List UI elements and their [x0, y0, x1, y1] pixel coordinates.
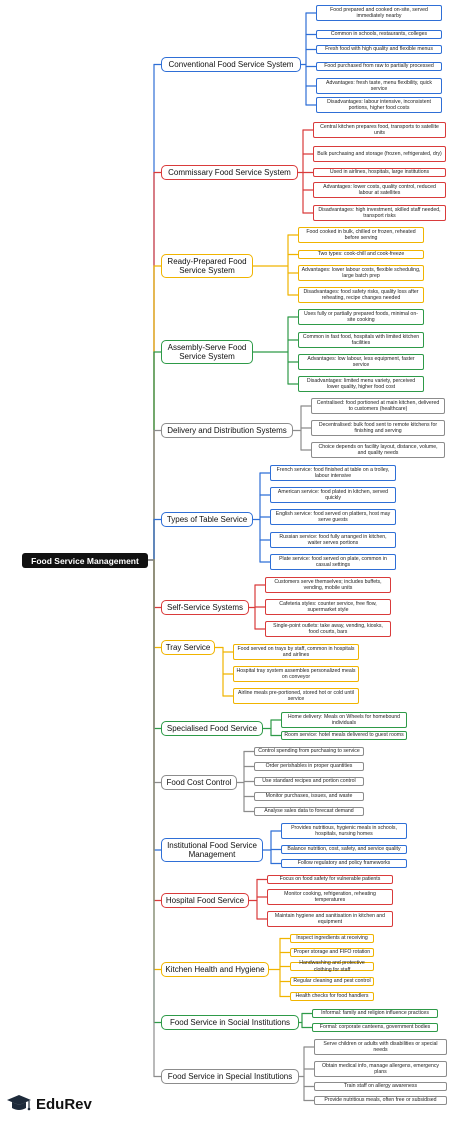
leaf-node: Formal: corporate canteens, government b…	[312, 1023, 438, 1032]
leaf-node: Common in fast food, hospitals with limi…	[298, 332, 424, 348]
leaf-node: Balance nutrition, cost, safety, and ser…	[281, 845, 407, 854]
branch-node: Ready-Prepared Food Service System	[161, 254, 253, 278]
root-node: Food Service Management	[22, 553, 148, 568]
branch-node: Assembly-Serve Food Service System	[161, 340, 253, 364]
leaf-node: Regular cleaning and pest control	[290, 977, 374, 986]
leaf-node: Cafeteria styles: counter service, free …	[265, 599, 391, 615]
leaf-node: Provide nutritious meals, often free or …	[314, 1096, 447, 1105]
leaf-node: Central kitchen prepares food, transport…	[313, 122, 446, 138]
leaf-node: Choice depends on facility layout, dista…	[311, 442, 445, 458]
leaf-node: Airline meals pre-portioned, stored hot …	[233, 688, 359, 704]
leaf-node: Train staff on allergy awareness	[314, 1082, 447, 1091]
leaf-node: Food prepared and cooked on-site, served…	[316, 5, 442, 21]
leaf-node: French service: food finished at table o…	[270, 465, 396, 481]
leaf-node: Informal: family and religion influence …	[312, 1009, 438, 1018]
leaf-node: Food served on trays by staff, common in…	[233, 644, 359, 660]
leaf-node: American service: food plated in kitchen…	[270, 487, 396, 503]
leaf-node: Common in schools, restaurants, colleges	[316, 30, 442, 39]
branch-node: Hospital Food Service	[161, 893, 249, 908]
leaf-node: Monitor purchases, issues, and waste	[254, 792, 364, 801]
leaf-node: Use standard recipes and portion control	[254, 777, 364, 786]
leaf-node: Advantages: low labour, less equipment, …	[298, 354, 424, 370]
leaf-node: Proper storage and FIFO rotation	[290, 948, 374, 957]
leaf-node: Disadvantages: high investment, skilled …	[313, 205, 446, 221]
logo-text: EduRev	[36, 1095, 92, 1113]
leaf-node: Food cooked in bulk, chilled or frozen, …	[298, 227, 424, 243]
leaf-node: Monitor cooking, refrigeration, reheatin…	[267, 889, 393, 905]
leaf-node: Hospital tray system assembles personali…	[233, 666, 359, 682]
leaf-node: Handwashing and protective clothing for …	[290, 960, 374, 973]
leaf-node: Two types: cook-chill and cook-freeze	[298, 250, 424, 259]
branch-node: Food Cost Control	[161, 775, 237, 790]
branch-node: Institutional Food Service Management	[161, 838, 263, 862]
branch-node: Tray Service	[161, 640, 215, 655]
branch-node: Kitchen Health and Hygiene	[161, 962, 269, 977]
edurev-logo: EduRev	[6, 1092, 92, 1116]
branch-node: Food Service in Special Institutions	[161, 1069, 299, 1084]
branch-node: Food Service in Social Institutions	[161, 1015, 299, 1030]
branch-node: Conventional Food Service System	[161, 57, 301, 72]
leaf-node: Room service: hotel meals delivered to g…	[281, 731, 407, 740]
leaf-node: Decentralised: bulk food sent to remote …	[311, 420, 445, 436]
leaf-node: Order perishables in proper quantities	[254, 762, 364, 771]
leaf-node: Maintain hygiene and sanitisation in kit…	[267, 911, 393, 927]
branch-node: Delivery and Distribution Systems	[161, 423, 293, 438]
leaf-node: Health checks for food handlers	[290, 992, 374, 1001]
leaf-node: Provides nutritious, hygienic meals in s…	[281, 823, 407, 839]
leaf-node: Used in airlines, hospitals, large insti…	[313, 168, 446, 177]
leaf-node: Control spending from purchasing to serv…	[254, 747, 364, 756]
leaf-node: English service: food served on platters…	[270, 509, 396, 525]
leaf-node: Russian service: food fully arranged in …	[270, 532, 396, 548]
leaf-node: Advantages: lower costs, quality control…	[313, 182, 446, 198]
leaf-node: Follow regulatory and policy frameworks	[281, 859, 407, 868]
leaf-node: Centralised: food portioned at main kitc…	[311, 398, 445, 414]
leaf-node: Advantages: fresh taste, menu flexibilit…	[316, 78, 442, 94]
leaf-node: Advantages: lower labour costs, flexible…	[298, 265, 424, 281]
leaf-node: Customers serve themselves; includes buf…	[265, 577, 391, 593]
branch-node: Specialised Food Service	[161, 721, 263, 736]
leaf-node: Inspect ingredients at receiving	[290, 934, 374, 943]
branch-node: Types of Table Service	[161, 512, 253, 527]
leaf-node: Disadvantages: limited menu variety, per…	[298, 376, 424, 392]
leaf-node: Focus on food safety for vulnerable pati…	[267, 875, 393, 884]
leaf-node: Disadvantages: food safety risks, qualit…	[298, 287, 424, 303]
branch-node: Self-Service Systems	[161, 600, 249, 615]
leaf-node: Food purchased from raw to partially pro…	[316, 62, 442, 71]
leaf-node: Plate service: food served on plate, com…	[270, 554, 396, 570]
graduation-cap-icon	[7, 1095, 31, 1111]
leaf-node: Home delivery: Meals on Wheels for homeb…	[281, 712, 407, 728]
branch-node: Commissary Food Service System	[161, 165, 298, 180]
leaf-node: Serve children or adults with disabiliti…	[314, 1039, 447, 1055]
leaf-node: Single-point outlets: take away, vending…	[265, 621, 391, 637]
leaf-node: Uses fully or partially prepared foods, …	[298, 309, 424, 325]
leaf-node: Bulk purchasing and storage (frozen, ref…	[313, 146, 446, 162]
leaf-node: Fresh food with high quality and flexibl…	[316, 45, 442, 54]
leaf-node: Obtain medical info, manage allergens, e…	[314, 1061, 447, 1077]
leaf-node: Disadvantages: labour intensive, inconsi…	[316, 97, 442, 113]
leaf-node: Analyse sales data to forecast demand	[254, 807, 364, 816]
